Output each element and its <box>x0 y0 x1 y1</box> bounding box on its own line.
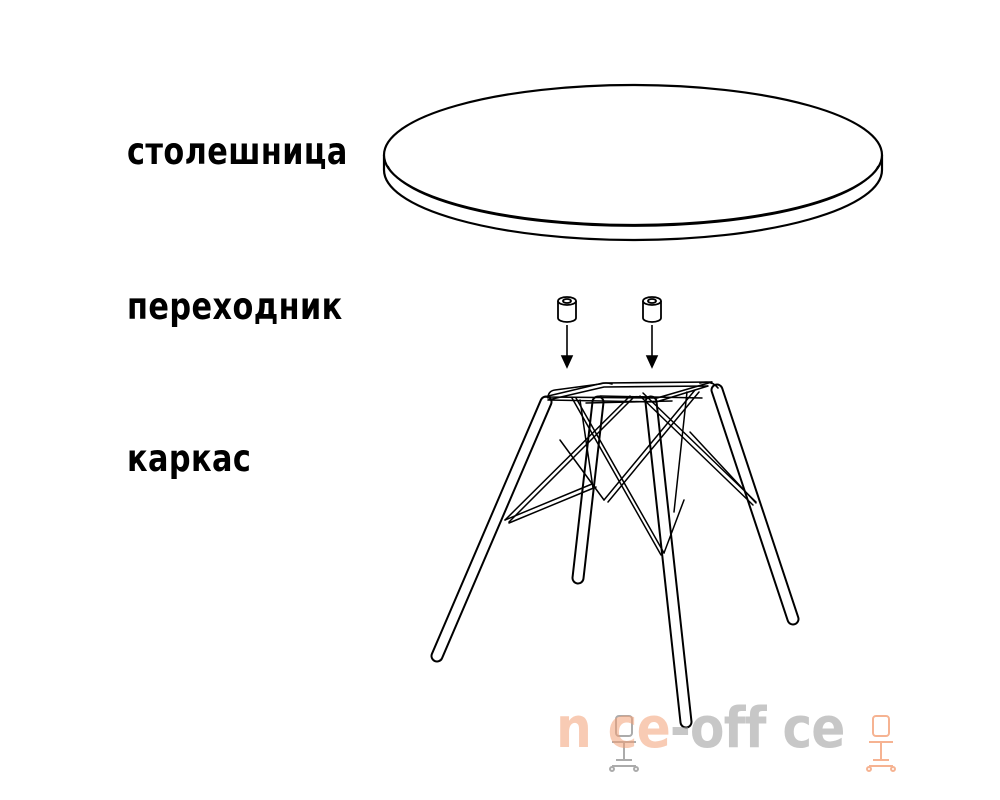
label-frame: каркас <box>127 437 252 480</box>
chair-icon-orange <box>866 715 896 772</box>
label-tabletop: столешница <box>127 130 348 173</box>
watermark-part1: n ce <box>556 696 671 761</box>
arrow-left <box>560 325 574 369</box>
arrow-right <box>645 325 659 369</box>
frame-drawing <box>430 381 800 729</box>
adapter-left <box>557 296 577 323</box>
adapter-right <box>642 296 662 323</box>
watermark-part2: -off ce <box>669 696 846 761</box>
tabletop-drawing <box>382 83 884 242</box>
watermark-logo: n ce-off ce <box>556 696 846 761</box>
chair-icon <box>609 715 639 772</box>
label-adapter: переходник <box>127 285 343 328</box>
